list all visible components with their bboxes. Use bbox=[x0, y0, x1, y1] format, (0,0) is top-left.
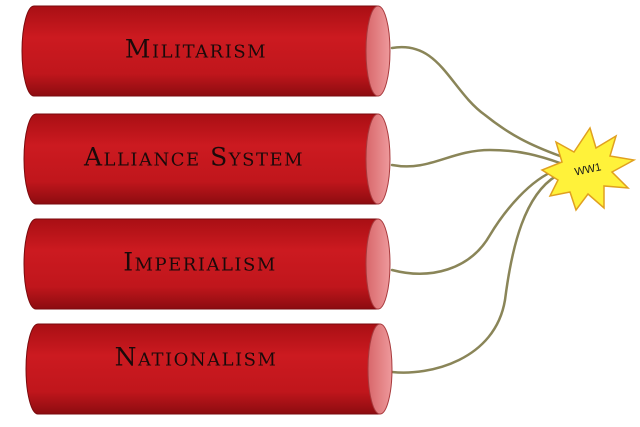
explosion-burst: WW1 bbox=[540, 126, 637, 212]
burst-label: WW1 bbox=[574, 161, 603, 178]
stick-label: Alliance System bbox=[83, 143, 304, 172]
stick-body bbox=[25, 323, 381, 415]
stick-cap bbox=[365, 113, 391, 205]
stick-body bbox=[21, 5, 379, 97]
burst-icon bbox=[540, 126, 637, 212]
stick-militarism: Militarism bbox=[21, 5, 391, 97]
stick-body bbox=[23, 218, 379, 310]
stick-cap bbox=[365, 5, 391, 97]
fuse-nationalism bbox=[390, 174, 558, 374]
stick-label: Imperialism bbox=[123, 248, 277, 277]
stick-cap bbox=[367, 323, 393, 415]
stick-imperialism: Imperialism bbox=[23, 218, 391, 310]
stick-label: Nationalism bbox=[115, 343, 278, 372]
stick-cap bbox=[365, 218, 391, 310]
fuses bbox=[390, 45, 562, 374]
stick-label: Militarism bbox=[125, 35, 267, 64]
fuse-imperialism bbox=[390, 168, 558, 275]
fuse-alliance-system bbox=[390, 148, 562, 168]
stick-nationalism: Nationalism bbox=[25, 323, 393, 415]
stick-alliance-system: Alliance System bbox=[23, 113, 391, 205]
fuse-militarism bbox=[390, 45, 562, 158]
stick-body bbox=[23, 113, 379, 205]
